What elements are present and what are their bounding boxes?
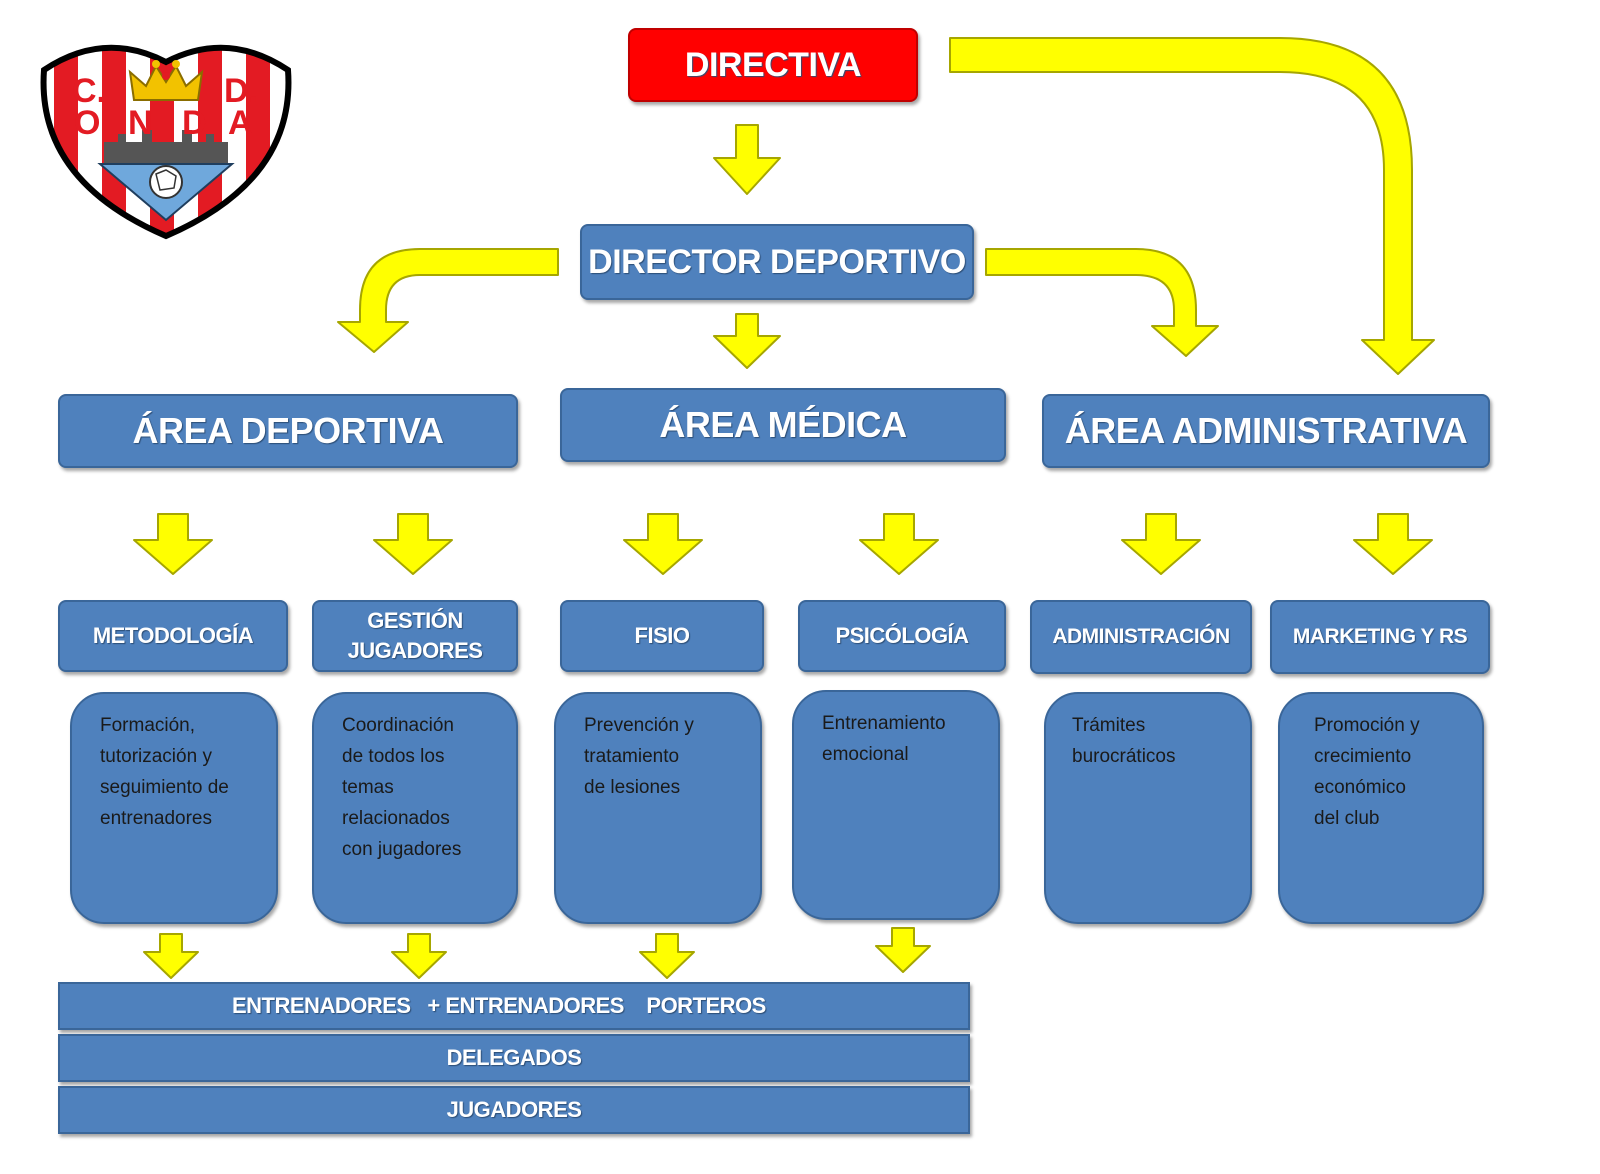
director-deportivo-box: DIRECTOR DEPORTIVO: [580, 224, 974, 300]
area-medica-box: ÁREA MÉDICA: [560, 388, 1006, 462]
castle-icon: [104, 130, 228, 164]
desc-fisio: Prevención y tratamiento de lesiones: [554, 692, 762, 924]
arrow-down-bar-1: [143, 933, 199, 979]
arrow-down-bar-3: [639, 933, 695, 979]
club-logo: C. D. O N D A: [40, 44, 292, 240]
arrow-down-gestion: [373, 513, 453, 575]
bar-jugadores: JUGADORES: [58, 1086, 970, 1134]
bar-delegados: DELEGADOS: [58, 1034, 970, 1082]
arrow-down-psicologia: [859, 513, 939, 575]
area-deportiva-box: ÁREA DEPORTIVA: [58, 394, 518, 468]
logo-letter-c: C.: [72, 72, 106, 110]
arrow-down-marketing: [1353, 513, 1433, 575]
logo-letter-o: O: [74, 104, 100, 142]
arrow-down-director: [713, 313, 781, 369]
desc-marketing: Promoción y crecimiento económico del cl…: [1278, 692, 1484, 924]
crown-icon: [128, 60, 204, 101]
desc-administracion: Trámites burocráticos: [1044, 692, 1252, 924]
desc-metodologia: Formación, tutorización y seguimiento de…: [70, 692, 278, 924]
arrow-curve-right: [985, 248, 1219, 357]
arrow-curve-left: [337, 248, 559, 353]
desc-psicologia: Entrenamiento emocional: [792, 690, 1000, 920]
unit-fisio: FISIO: [560, 600, 764, 672]
arrow-down-bar-4: [875, 927, 931, 973]
area-administrativa-box: ÁREA ADMINISTRATIVA: [1042, 394, 1490, 468]
arrow-down-fisio: [623, 513, 703, 575]
desc-gestion-jugadores: Coordinación de todos los temas relacion…: [312, 692, 518, 924]
logo-letter-a: A: [228, 104, 253, 142]
logo-letter-d: D.: [224, 72, 258, 110]
arrow-down-metodologia: [133, 513, 213, 575]
arrow-down-administracion: [1121, 513, 1201, 575]
shield-outline: [40, 44, 292, 240]
unit-administracion: ADMINISTRACIÓN: [1030, 600, 1252, 674]
arrow-down-bar-2: [391, 933, 447, 979]
unit-gestion-jugadores: GESTIÓN JUGADORES: [312, 600, 518, 672]
unit-marketing: MARKETING Y RS: [1270, 600, 1490, 674]
unit-psicologia: PSICÓLOGÍA: [798, 600, 1006, 672]
arrow-curve-big: [949, 37, 1435, 375]
logo-letter-n: N: [128, 104, 153, 142]
bar-entrenadores: ENTRENADORES + ENTRENADORES PORTEROS: [58, 982, 970, 1030]
unit-metodologia: METODOLOGÍA: [58, 600, 288, 672]
arrow-down-directiva: [713, 124, 781, 195]
logo-letter-d2: D: [182, 104, 207, 142]
directiva-box: DIRECTIVA: [628, 28, 918, 102]
